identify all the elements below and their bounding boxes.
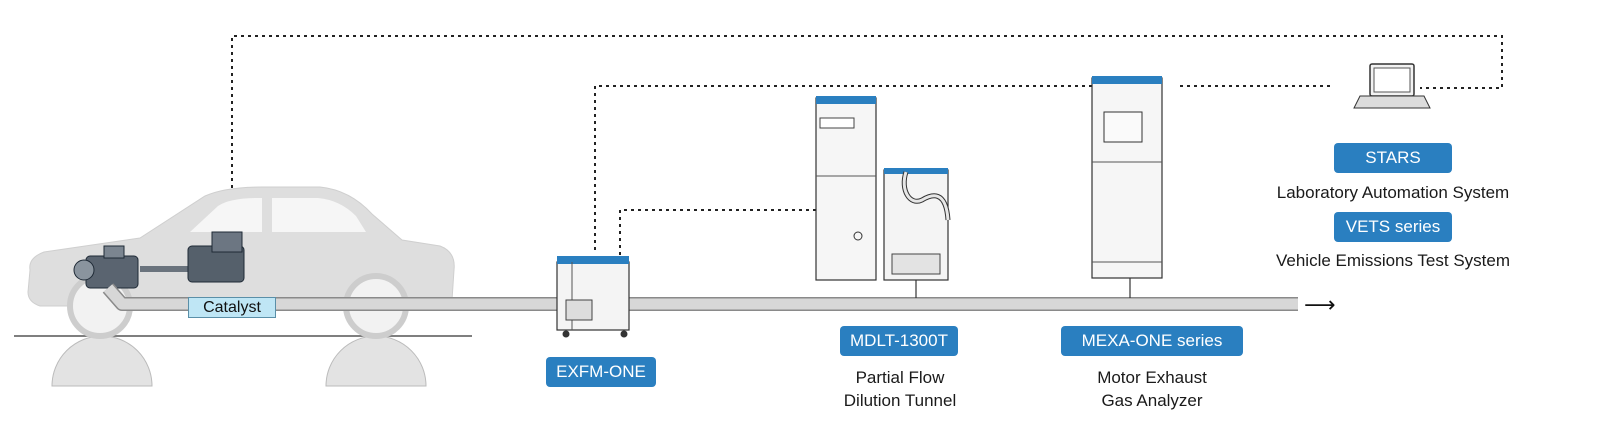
mexa-description-line-2: Gas Analyzer	[1101, 391, 1203, 410]
laptop-icon	[1353, 63, 1431, 109]
mexa-description-line-1: Motor Exhaust	[1097, 368, 1207, 387]
vets-description: Vehicle Emissions Test System	[1276, 251, 1510, 270]
exhaust-pipe	[102, 283, 1298, 311]
mdlt-badge: MDLT-1300T	[840, 326, 958, 356]
stars-badge: STARS	[1334, 143, 1452, 173]
exfm-one-badge: EXFM-ONE	[546, 357, 656, 387]
chassis-dynamometer-rollers	[51, 335, 427, 387]
mdlt-description-line-1: Partial Flow	[855, 368, 945, 387]
communication-lines	[231, 35, 1503, 262]
mexa-badge: MEXA-ONE series	[1061, 326, 1243, 356]
vets-badge: VETS series	[1334, 212, 1452, 242]
exfm-one-unit	[556, 256, 630, 338]
mdlt-description-line-2: Dilution Tunnel	[843, 391, 957, 410]
engine-assembly	[73, 231, 245, 289]
stars-description: Laboratory Automation System	[1276, 183, 1510, 202]
catalyst-label: Catalyst	[188, 297, 276, 318]
arrow-right-icon: ⟶	[1304, 292, 1336, 317]
mexa-one-unit	[1091, 76, 1163, 298]
mdlt-1300t-unit	[815, 96, 951, 298]
